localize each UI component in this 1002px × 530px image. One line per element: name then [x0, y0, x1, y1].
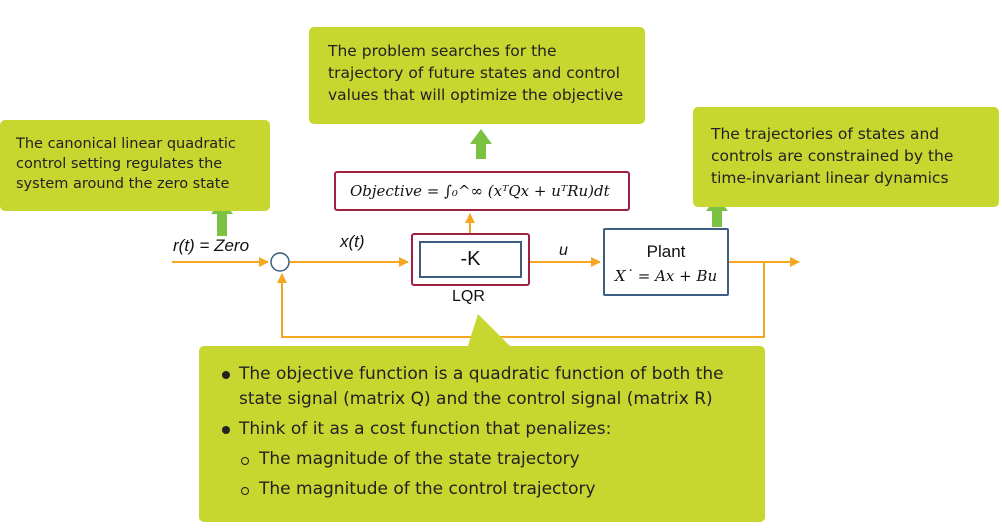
- objective-equation: Objective = ∫₀^∞ (xᵀQx + uᵀRu)dt: [350, 182, 610, 200]
- callout-line: trajectory of future states and control: [328, 64, 620, 82]
- plant-equation: X˙ = Ax + Bu: [614, 267, 718, 285]
- controller-gain: -K: [419, 241, 522, 278]
- plant-title: Plant: [646, 242, 686, 261]
- bullet-line: The magnitude of the state trajectory: [259, 449, 580, 469]
- sub-bullet-item: The magnitude of the state trajectory: [217, 447, 724, 472]
- bullet-line: The magnitude of the control trajectory: [259, 479, 596, 499]
- bullet-line: state signal (matrix Q) and the control …: [239, 389, 713, 409]
- objective-box: Objective = ∫₀^∞ (xᵀQx + uᵀRu)dt: [334, 171, 630, 211]
- control-label: u: [559, 242, 568, 259]
- bubble-pointer: [466, 314, 516, 352]
- feedback-path: [277, 262, 765, 338]
- callout-optimization-problem: The problem searches for the trajectory …: [309, 27, 645, 124]
- summing-junction: [270, 252, 290, 272]
- callout-zero-state: The canonical linear quadratic control s…: [0, 120, 270, 211]
- lqr-controller-block: -K: [411, 233, 530, 286]
- sub-bullet-item: The magnitude of the control trajectory: [217, 477, 724, 502]
- callout-line: The trajectories of states and: [711, 125, 940, 143]
- reference-label: r(t) = Zero: [173, 236, 250, 255]
- callout-line: The problem searches for the: [328, 42, 557, 60]
- state-label: x(t): [340, 232, 365, 251]
- bullet-line: The objective function is a quadratic fu…: [239, 364, 724, 384]
- callout-linear-dynamics: The trajectories of states and controls …: [693, 107, 999, 207]
- callout-line: The canonical linear quadratic: [16, 136, 236, 152]
- bullet-dot-icon: [222, 426, 230, 434]
- callout-line: control setting regulates the: [16, 156, 223, 172]
- callout-line: controls are constrained by the: [711, 147, 954, 165]
- callout-line: time-invariant linear dynamics: [711, 169, 949, 187]
- bullet-circle-icon: [241, 457, 249, 465]
- controller-name: LQR: [452, 288, 485, 305]
- callout-line: values that will optimize the objective: [328, 86, 624, 104]
- bullet-item: Think of it as a cost function that pena…: [217, 417, 724, 442]
- bullet-dot-icon: [222, 371, 230, 379]
- callout-objective-function: The objective function is a quadratic fu…: [199, 346, 765, 522]
- callout-line: system around the zero state: [16, 176, 230, 192]
- bullet-line: Think of it as a cost function that pena…: [239, 419, 612, 439]
- bullet-list: The objective function is a quadratic fu…: [217, 362, 724, 502]
- plant-block: Plant X˙ = Ax + Bu: [603, 228, 729, 296]
- bullet-circle-icon: [241, 487, 249, 495]
- bullet-item: The objective function is a quadratic fu…: [217, 362, 724, 412]
- pointer-arrow-top: [470, 129, 492, 159]
